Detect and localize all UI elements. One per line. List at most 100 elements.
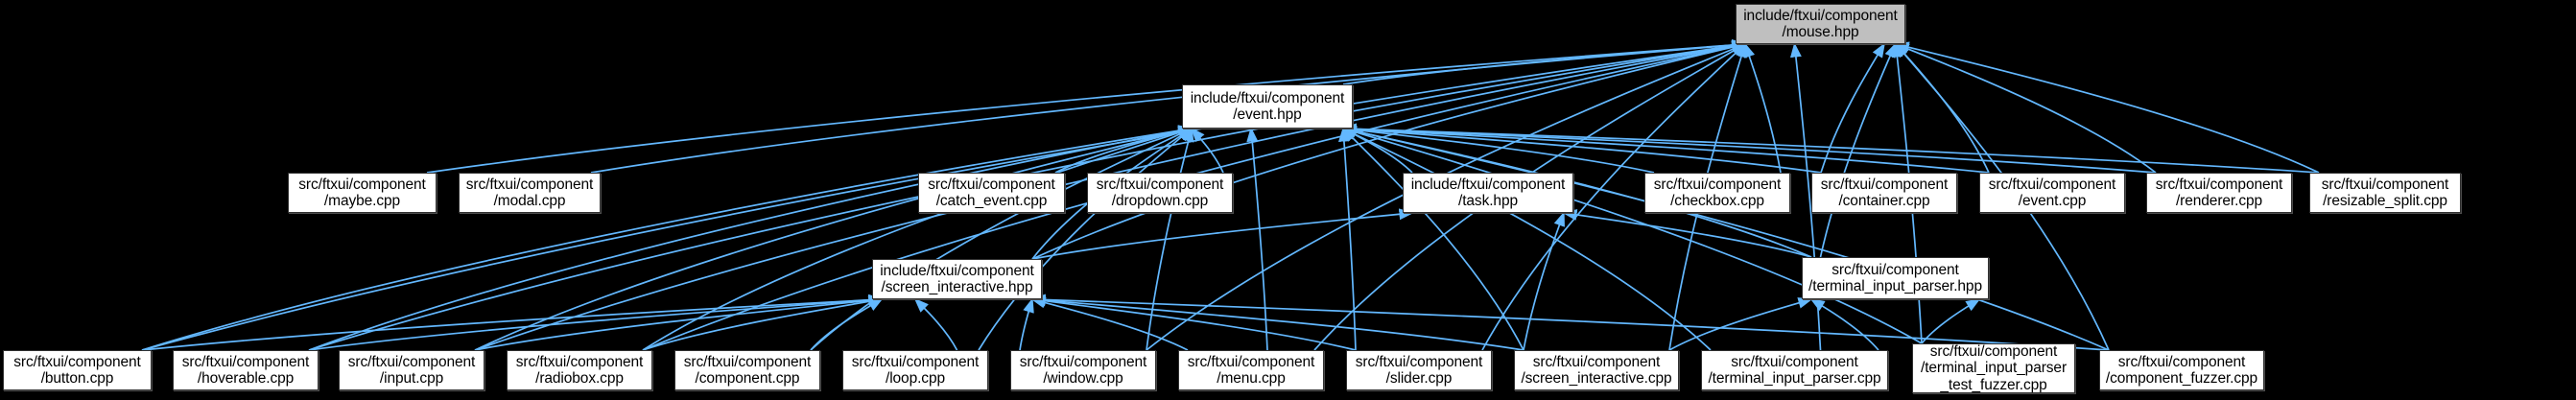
- edge-hoverable_cpp-to-event_hpp: [308, 125, 1193, 351]
- node-label-line1: src/ftxui/component: [1731, 353, 1858, 370]
- node-label-line2: /container.cpp: [1838, 193, 1930, 209]
- edge-modal_cpp-to-mouse_hpp: [590, 39, 1747, 174]
- edge-hoverable_cpp-to-screen_interactive_hpp: [308, 294, 884, 351]
- node-label-line2: /hoverable.cpp: [197, 370, 295, 387]
- edge-button_cpp-to-mouse_hpp: [141, 40, 1747, 351]
- edge-maybe_cpp-to-mouse_hpp: [426, 39, 1747, 174]
- node-label-line2: /component.cpp: [695, 370, 800, 387]
- node-label-line2: /menu.cpp: [1217, 370, 1286, 387]
- edge-loop_cpp-to-event_hpp: [978, 127, 1193, 351]
- graph-node-radiobox_cpp[interactable]: src/ftxui/component/radiobox.cpp: [507, 350, 652, 390]
- node-label-line2: /terminal_input_parser.cpp: [1708, 370, 1881, 387]
- node-label-line1: src/ftxui/component: [1653, 176, 1782, 193]
- graph-node-event_cpp[interactable]: src/ftxui/component/event.cpp: [1979, 173, 2125, 213]
- graph-node-maybe_cpp[interactable]: src/ftxui/component/maybe.cpp: [288, 173, 437, 213]
- edge-terminal_input_parser_hpp-to-task_hpp: [1562, 209, 1812, 258]
- node-label-line2: /event.cpp: [2018, 193, 2087, 209]
- graph-node-checkbox_cpp[interactable]: src/ftxui/component/checkbox.cpp: [1644, 173, 1790, 213]
- node-label-line2: /screen_interactive.hpp: [881, 279, 1033, 295]
- graph-node-input_cpp[interactable]: src/ftxui/component/input.cpp: [339, 350, 484, 390]
- node-label-line2: /checkbox.cpp: [1670, 193, 1764, 209]
- node-label-line2: /task.hpp: [1457, 193, 1518, 209]
- node-label-line1: src/ftxui/component: [2117, 353, 2246, 370]
- graph-node-hoverable_cpp[interactable]: src/ftxui/component/hoverable.cpp: [173, 350, 319, 390]
- graph-node-dropdown_cpp[interactable]: src/ftxui/component/dropdown.cpp: [1087, 173, 1233, 213]
- edge-screen_interactive_cpp-to-task_hpp: [1523, 211, 1565, 351]
- edge-window_cpp-to-event_hpp: [1146, 127, 1194, 351]
- node-label-line2: /terminal_input_parser: [1920, 360, 2068, 377]
- node-label-line1: src/ftxui/component: [465, 176, 594, 193]
- graph-node-slider_cpp[interactable]: src/ftxui/component/slider.cpp: [1346, 350, 1492, 390]
- edge-loop_cpp-to-screen_interactive_hpp: [913, 297, 958, 351]
- node-label-line1: src/ftxui/component: [1988, 176, 2116, 193]
- graph-node-component_fuzzer_cpp[interactable]: src/ftxui/component/component_fuzzer.cpp: [2099, 350, 2264, 390]
- graph-node-catch_event_cpp[interactable]: src/ftxui/component/catch_event.cpp: [918, 173, 1065, 213]
- edge-container_cpp-to-mouse_hpp: [1820, 42, 1885, 174]
- edge-radiobox_cpp-to-event_hpp: [642, 127, 1193, 351]
- graph-node-event_hpp[interactable]: include/ftxui/component/event.hpp: [1182, 84, 1353, 129]
- edge-event_cpp-to-event_hpp: [1341, 123, 1990, 174]
- edge-slider_cpp-to-mouse_hpp: [1481, 42, 1747, 351]
- graph-node-mouse_hpp[interactable]: include/ftxui/component/mouse.hpp: [1736, 4, 1905, 44]
- node-label-line1: src/ftxui/component: [1096, 176, 1224, 193]
- graph-node-container_cpp[interactable]: src/ftxui/component/container.cpp: [1811, 173, 1957, 213]
- node-label-line1: src/ftxui/component: [181, 353, 310, 370]
- graph-node-loop_cpp[interactable]: src/ftxui/component/loop.cpp: [842, 350, 988, 390]
- edge-hoverable_cpp-to-mouse_hpp: [308, 40, 1747, 351]
- edge-menu_cpp-to-screen_interactive_hpp: [1030, 296, 1189, 351]
- edge-checkbox_cpp-to-event_hpp: [1341, 124, 1655, 174]
- node-label-line1: include/ftxui/component: [1190, 89, 1345, 106]
- edge-window_cpp-to-mouse_hpp: [1146, 43, 1747, 351]
- edge-input_cpp-to-event_hpp: [474, 126, 1193, 351]
- edge-screen_interactive_hpp-to-mouse_hpp: [1031, 41, 1747, 260]
- edge-component_cpp-to-screen_interactive_hpp: [810, 298, 884, 351]
- edge-component_fuzzer_cpp-to-mouse_hpp: [1894, 42, 2110, 351]
- node-label-line1: src/ftxui/component: [1832, 261, 1959, 278]
- node-label-line2: /button.cpp: [40, 370, 114, 387]
- edge-component_fuzzer_cpp-to-event_hpp: [1341, 126, 2110, 351]
- node-label-line2: /renderer.cpp: [2175, 193, 2263, 209]
- node-label-line2: /input.cpp: [379, 370, 444, 387]
- edge-input_cpp-to-screen_interactive_hpp: [474, 294, 884, 351]
- graph-node-window_cpp[interactable]: src/ftxui/component/window.cpp: [1010, 350, 1156, 390]
- edge-screen_interactive_cpp-to-screen_interactive_hpp: [1030, 294, 1524, 351]
- edge-button_cpp-to-event_hpp: [141, 125, 1193, 351]
- node-label-line1: include/ftxui/component: [1743, 7, 1898, 24]
- graph-node-terminal_input_parser_cpp[interactable]: src/ftxui/component/terminal_input_parse…: [1701, 350, 1888, 390]
- graph-node-resizable_split_cpp[interactable]: src/ftxui/component/resizable_split.cpp: [2309, 173, 2461, 213]
- node-label-line2: /maybe.cpp: [323, 193, 401, 209]
- edge-slider_cpp-to-event_hpp: [1338, 127, 1357, 351]
- edge-menu_cpp-to-mouse_hpp: [1313, 43, 1747, 351]
- node-label-line1: src/ftxui/component: [683, 353, 812, 370]
- edge-screen_interactive_cpp-to-terminal_input_parser_hpp: [1668, 297, 1813, 351]
- graph-node-component_cpp[interactable]: src/ftxui/component/component.cpp: [674, 350, 820, 390]
- graph-node-renderer_cpp[interactable]: src/ftxui/component/renderer.cpp: [2146, 173, 2292, 213]
- edge-component_cpp-to-event_hpp: [810, 128, 1193, 351]
- graph-node-screen_interactive_cpp[interactable]: src/ftxui/component/screen_interactive.c…: [1514, 350, 1679, 390]
- edge-screen_interactive_cpp-to-event_hpp: [1341, 127, 1524, 351]
- node-label-line2: /window.cpp: [1043, 370, 1123, 387]
- graph-node-task_hpp[interactable]: include/ftxui/component/task.hpp: [1403, 173, 1573, 213]
- edge-radiobox_cpp-to-mouse_hpp: [642, 40, 1747, 351]
- edge-terminal_input_parser_test_fuzzer_cpp-to-event_hpp: [1341, 127, 1923, 344]
- edge-terminal_input_parser_test_fuzzer_cpp-to-terminal_input_parser_hpp: [1921, 298, 1981, 344]
- graph-node-button_cpp[interactable]: src/ftxui/component/button.cpp: [3, 350, 152, 390]
- edge-menu_cpp-to-event_hpp: [1246, 127, 1268, 351]
- node-label-line1: src/ftxui/component: [2155, 176, 2283, 193]
- edge-dropdown_cpp-to-event_hpp: [1190, 127, 1224, 174]
- graph-node-terminal_input_parser_hpp[interactable]: src/ftxui/component/terminal_input_parse…: [1802, 257, 1989, 299]
- node-label-line1: include/ftxui/component: [880, 262, 1034, 279]
- node-label-line1: src/ftxui/component: [515, 353, 644, 370]
- edge-terminal_input_parser_hpp-to-mouse_hpp: [1819, 42, 1897, 258]
- node-label-line2: /resizable_split.cpp: [2323, 193, 2447, 209]
- node-label-line1: src/ftxui/component: [1355, 353, 1483, 370]
- graph-node-terminal_input_parser_test_fuzzer_cpp[interactable]: src/ftxui/component/terminal_input_parse…: [1912, 343, 2075, 393]
- graph-node-modal_cpp[interactable]: src/ftxui/component/modal.cpp: [459, 173, 601, 213]
- node-label-line3: _test_fuzzer.cpp: [1940, 376, 2047, 393]
- node-label-line2: /screen_interactive.cpp: [1521, 370, 1672, 387]
- graph-node-menu_cpp[interactable]: src/ftxui/component/menu.cpp: [1178, 350, 1324, 390]
- edge-terminal_input_parser_cpp-to-event_hpp: [1341, 128, 1712, 351]
- graph-node-screen_interactive_hpp[interactable]: include/ftxui/component/screen_interacti…: [872, 259, 1042, 299]
